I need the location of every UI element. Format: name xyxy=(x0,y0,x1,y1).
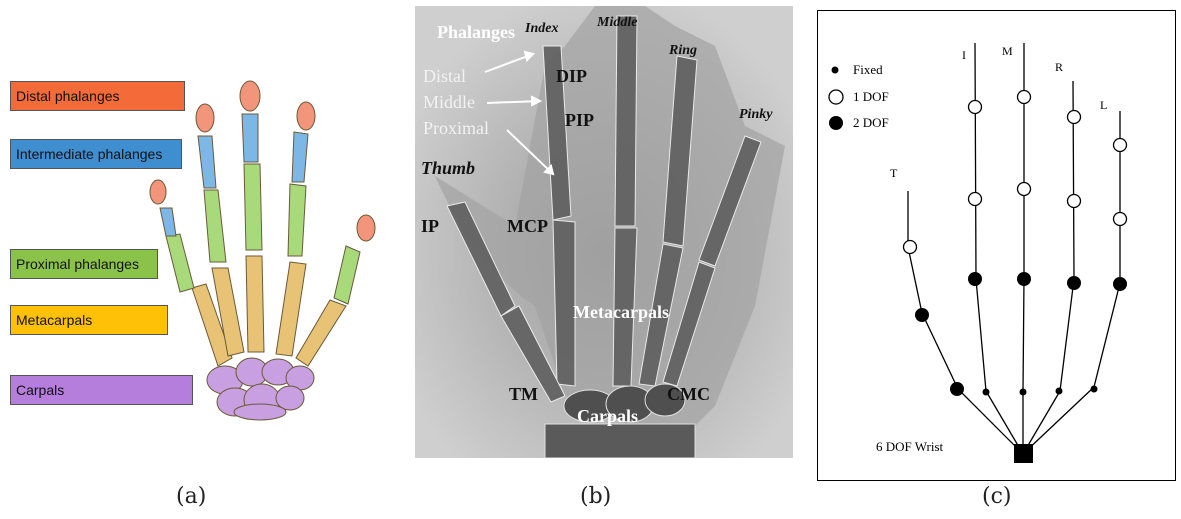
tm-text: TM xyxy=(509,384,538,404)
kinematic-hand-model: Fixed 1 DOF 2 DOF T I M R L 6 DOF Wrist xyxy=(818,11,1175,480)
wrist-square xyxy=(1014,444,1033,463)
finger-t-label: T xyxy=(890,166,898,180)
hand-xray-image: Phalanges Index Middle Ring Pinky Thumb … xyxy=(415,6,793,458)
finger-l-label: L xyxy=(1100,98,1107,112)
intermediate-phalanges-label: Intermediate phalanges xyxy=(10,139,182,169)
distal-phalanges-label: Distal phalanges xyxy=(10,81,185,111)
finger-m-label: M xyxy=(1002,44,1013,58)
panel-a: Distal phalanges Intermediate phalanges … xyxy=(0,0,410,519)
proximal-phalanges-label: Proximal phalanges xyxy=(10,249,158,279)
thumb-text: Thumb xyxy=(421,158,475,178)
index-text: Index xyxy=(524,21,558,36)
panel-c: Fixed 1 DOF 2 DOF T I M R L 6 DOF Wrist xyxy=(817,10,1176,481)
middle-finger-text: Middle xyxy=(596,15,637,30)
caption-a: (a) xyxy=(176,484,206,509)
metacarpals-label: Metacarpals xyxy=(10,305,168,335)
pinky-text: Pinky xyxy=(739,107,773,122)
carpals-label: Carpals xyxy=(10,375,193,405)
pip-text: PIP xyxy=(565,110,594,130)
ip-text: IP xyxy=(421,216,439,236)
mcp-text: MCP xyxy=(507,216,548,236)
middle-text: Middle xyxy=(423,92,475,112)
proximal-text: Proximal xyxy=(423,118,489,138)
dip-text: DIP xyxy=(556,66,587,86)
carpals-text: Carpals xyxy=(577,406,638,426)
caption-b-text: (b) xyxy=(580,484,611,509)
ring-text: Ring xyxy=(668,43,697,58)
legend: Fixed 1 DOF 2 DOF xyxy=(829,62,889,130)
legend-fixed-text: Fixed xyxy=(853,62,883,77)
distal-text: Distal xyxy=(423,66,466,86)
cmc-text: CMC xyxy=(667,384,710,404)
panel-b: Phalanges Index Middle Ring Pinky Thumb … xyxy=(415,6,793,458)
legend-2dof-text: 2 DOF xyxy=(853,115,889,130)
finger-r-label: R xyxy=(1055,60,1063,74)
legend-1dof-text: 1 DOF xyxy=(853,89,889,104)
phalanges-text: Phalanges xyxy=(437,22,515,42)
wrist-label: 6 DOF Wrist xyxy=(876,439,944,454)
hand-bones-illustration xyxy=(0,0,410,480)
finger-i-label: I xyxy=(962,48,966,62)
caption-c: (c) xyxy=(982,484,1012,509)
metacarpals-text: Metacarpals xyxy=(573,302,669,322)
